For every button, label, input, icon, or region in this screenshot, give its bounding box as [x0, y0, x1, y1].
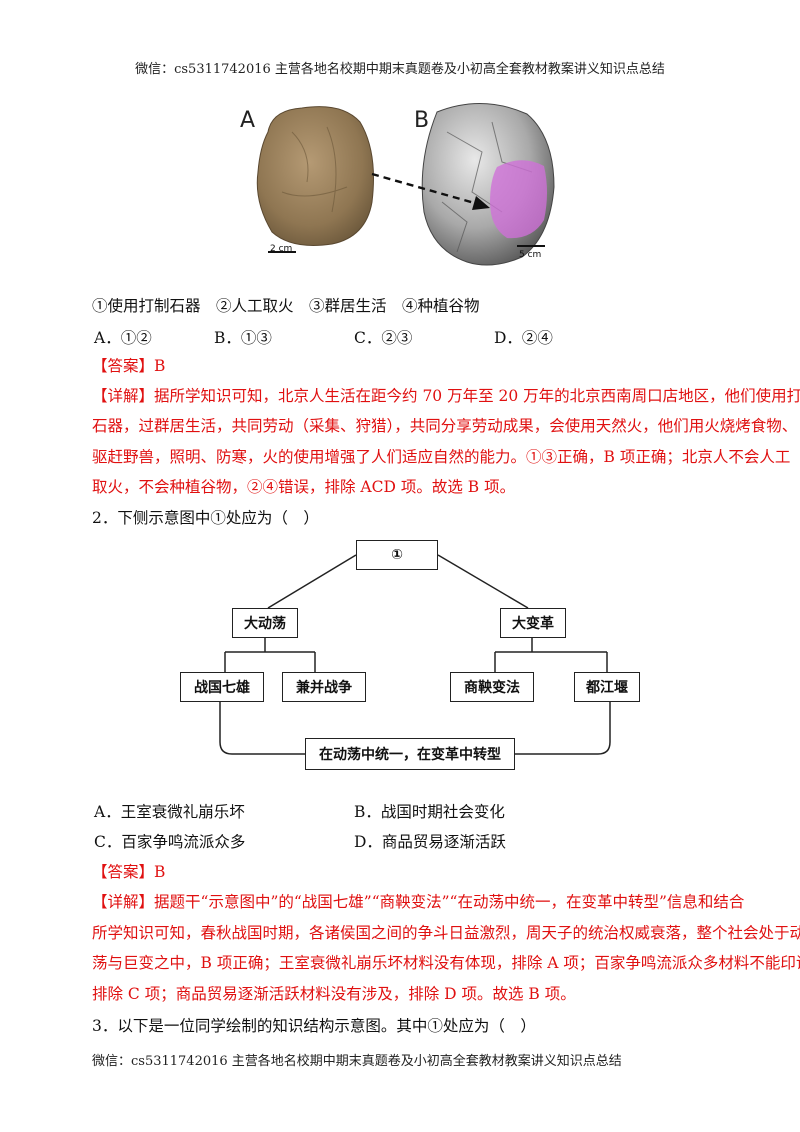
q1-detail-line-4: 取火，不会种植谷物，②④错误，排除 ACD 项。故选 B 项。: [92, 478, 516, 496]
fossil-figure: A B 2 cm 5 cm: [232, 92, 562, 272]
page-footer: 微信：cs5311742016 主营各地名校期中期末真题卷及小初高全套教材教案讲…: [92, 1054, 622, 1069]
q1-answer: 【答案】B: [92, 357, 166, 375]
q2-detail-tag: 【详解】: [92, 893, 155, 911]
q2-detail-line-1: 【详解】据题干“示意图中”的“战国七雄”“商鞅变法”“在动荡中统一，在变革中转型…: [92, 893, 745, 911]
structure-diagram: ① 大动荡 大变革 战国七雄 兼并战争 商鞅变法 都江堰 在动荡中统一，在变革中…: [170, 532, 640, 782]
q1-detail-tag: 【详解】: [92, 387, 155, 405]
scale-label-a: 2 cm: [270, 244, 293, 254]
fossil-illustration: [256, 103, 555, 266]
q1-statements: ①使用打制石器 ②人工取火 ③群居生活 ④种植谷物: [92, 297, 480, 315]
diagram-node-left-right: 兼并战争: [282, 672, 366, 702]
q2-detail-line-2: 所学知识可知，春秋战国时期，各诸侯国之间的争斗日益激烈，周天子的统治权威衰落，整…: [92, 924, 800, 942]
q1-detail-line-3: 驱赶野兽，照明、防寒，火的使用增强了人们适应自然的能力。①③正确，B 项正确；北…: [92, 448, 791, 466]
q1-option-b: B．①③: [214, 329, 272, 347]
stone-tool-image: [256, 106, 374, 246]
q1-option-d: D．②④: [494, 329, 553, 347]
q1-detail-line-2: 石器，过群居生活，共同劳动（采集、狩猎），共同分享劳动成果，会使用天然火，他们用…: [92, 417, 798, 435]
diagram-node-left-left: 战国七雄: [180, 672, 264, 702]
q2-answer: 【答案】B: [92, 863, 166, 881]
page-header: 微信：cs5311742016 主营各地名校期中期末真题卷及小初高全套教材教案讲…: [135, 62, 665, 77]
diagram-node-right-right: 都江堰: [574, 672, 640, 702]
q1-detail-line-1: 【详解】据所学知识可知，北京人生活在距今约 70 万年至 20 万年的北京西南周…: [92, 387, 800, 405]
q1-option-c: C．②③: [354, 329, 413, 347]
diagram-node-left: 大动荡: [232, 608, 298, 638]
q2-question: 2．下侧示意图中①处应为（ ）: [92, 509, 319, 527]
diagram-connectors: [219, 554, 611, 755]
diagram-node-top: ①: [356, 540, 438, 570]
diagram-node-right: 大变革: [500, 608, 566, 638]
diagram-node-right-left: 商鞅变法: [450, 672, 534, 702]
q2-option-b: B．战国时期社会变化: [354, 803, 505, 821]
scale-label-b: 5 cm: [519, 250, 542, 260]
q3-question: 3．以下是一位同学绘制的知识结构示意图。其中①处应为（ ）: [92, 1017, 536, 1035]
figure-label-b: B: [414, 108, 430, 133]
q1-options: A．①② B．①③ C．②③ D．②④: [0, 326, 800, 348]
q2-detail-line-3: 荡与巨变之中，B 项正确；王室衰微礼崩乐坏材料没有体现，排除 A 项；百家争鸣流…: [92, 954, 800, 972]
highlight-region: [490, 160, 547, 239]
q1-option-a: A．①②: [94, 329, 152, 347]
figure-label-a: A: [240, 108, 256, 133]
q2-option-c: C．百家争鸣流派众多: [94, 833, 246, 851]
diagram-node-bottom: 在动荡中统一，在变革中转型: [305, 738, 515, 770]
q2-option-a: A．王室衰微礼崩乐坏: [94, 803, 245, 821]
q2-detail-line-4: 排除 C 项；商品贸易逐渐活跃材料没有涉及，排除 D 项。故选 B 项。: [92, 985, 576, 1003]
q2-option-d: D．商品贸易逐渐活跃: [354, 833, 506, 851]
